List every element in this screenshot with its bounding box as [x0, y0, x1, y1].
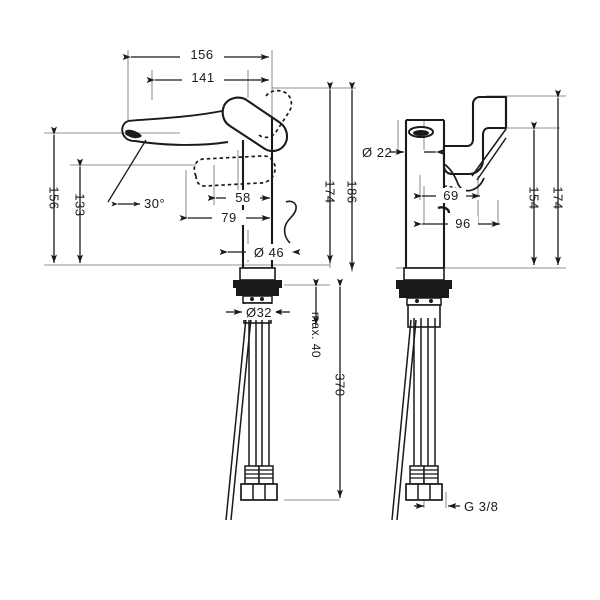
label-174-right: 174 [551, 186, 566, 209]
label-186-mid: 186 [345, 180, 360, 203]
front-view-faucet [391, 95, 508, 521]
aerator-inner-front [413, 130, 429, 136]
handle-hidden-outline [193, 155, 276, 187]
lever-handle-front [442, 95, 508, 176]
lever-handle-side [221, 96, 289, 153]
spout-nose [121, 120, 136, 142]
label-32-diameter: Ø32 [246, 305, 272, 320]
handle-hidden-up [258, 89, 293, 139]
dimension-labels: 156 141 156 133 30° 58 79 Ø 46 174 186 Ø… [47, 46, 566, 514]
side-view-faucet [121, 89, 297, 521]
spout-top-edge [127, 110, 223, 122]
label-46-diameter: Ø 46 [254, 245, 284, 260]
label-22-diameter: Ø 22 [362, 145, 392, 160]
label-174-mid: 174 [323, 180, 338, 203]
hose-end-fittings-side [240, 465, 278, 501]
label-156-reach: 156 [190, 47, 213, 62]
label-96: 96 [455, 216, 470, 231]
lever-underside-front [471, 128, 507, 181]
label-30-degree: 30° [144, 196, 165, 211]
label-g38-thread: G 3/8 [464, 499, 498, 514]
label-79: 79 [221, 210, 236, 225]
label-156-height: 156 [47, 186, 62, 209]
supply-hoses-front [391, 318, 436, 521]
mounting-assembly-front [396, 267, 452, 328]
aerator-side [125, 129, 142, 139]
label-69: 69 [443, 188, 458, 203]
label-141-reach: 141 [191, 70, 214, 85]
label-58: 58 [235, 190, 250, 205]
hose-end-fittings-front [405, 465, 443, 501]
spout-bottom-edge [134, 140, 229, 146]
pop-up-rod-front [437, 206, 451, 214]
supply-hoses-side [225, 310, 270, 521]
dimline-angle-leader [107, 139, 147, 203]
label-133-height: 133 [73, 193, 88, 216]
label-max-40: max. 40 [309, 312, 323, 358]
label-370: 370 [333, 373, 348, 396]
pop-up-rod-side [283, 200, 297, 244]
label-154: 154 [527, 186, 542, 209]
